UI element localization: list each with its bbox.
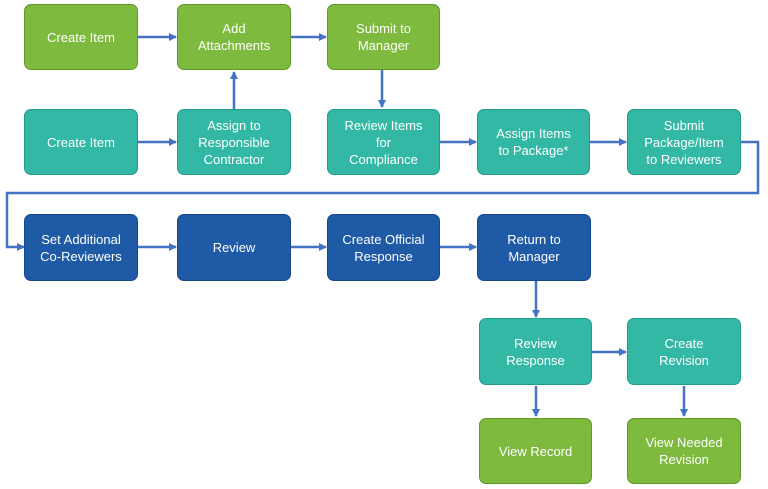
node-view-record: View Record [479, 418, 592, 484]
node-return-to-manager: Return to Manager [477, 214, 591, 281]
node-view-needed-revision: View Needed Revision [627, 418, 741, 484]
node-review-response: Review Response [479, 318, 592, 385]
node-create-revision: Create Revision [627, 318, 741, 385]
node-review-items-for-compliance: Review Items for Compliance [327, 109, 440, 175]
arrow-submit-reviewers-to-set-coreviewers [5, 140, 760, 251]
node-assign-items-to-package: Assign Items to Package* [477, 109, 590, 175]
node-create-official-response: Create Official Response [327, 214, 440, 281]
node-create-item-1: Create Item [24, 4, 138, 70]
node-assign-responsible-contractor: Assign to Responsible Contractor [177, 109, 291, 175]
node-review: Review [177, 214, 291, 281]
node-set-additional-coreviewers: Set Additional Co-Reviewers [24, 214, 138, 281]
node-create-item-2: Create Item [24, 109, 138, 175]
node-add-attachments: Add Attachments [177, 4, 291, 70]
node-submit-package-to-reviewers: Submit Package/Item to Reviewers [627, 109, 741, 175]
node-submit-to-manager: Submit to Manager [327, 4, 440, 70]
